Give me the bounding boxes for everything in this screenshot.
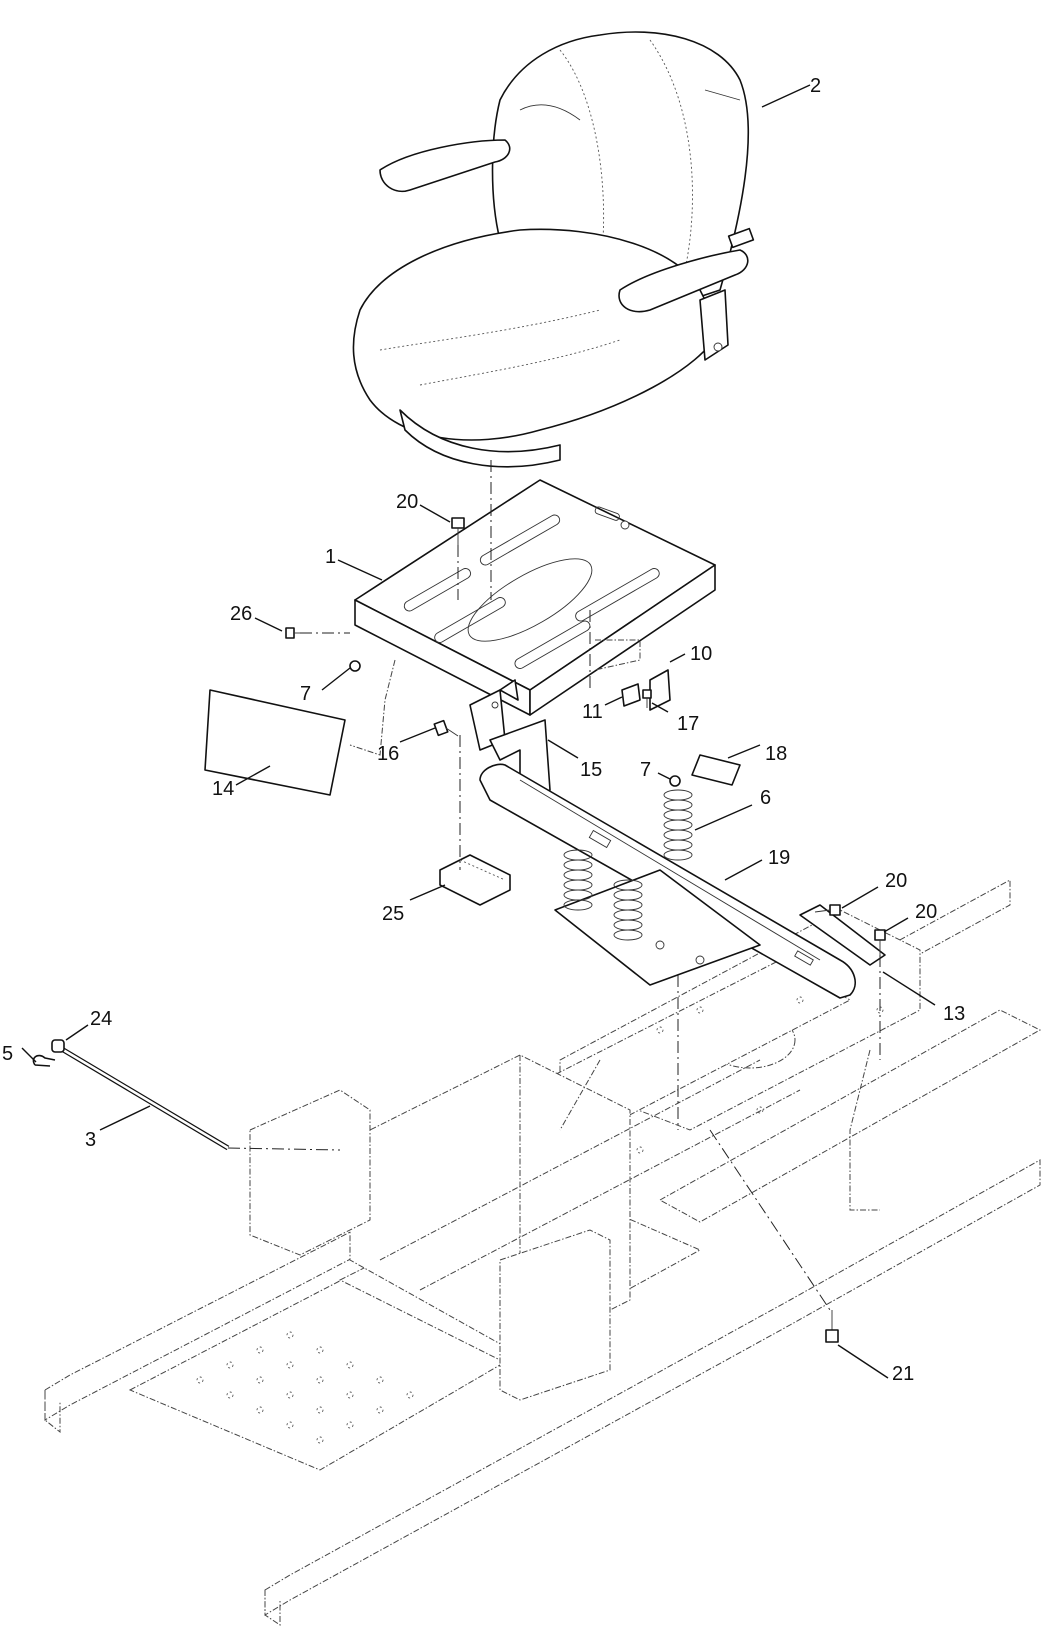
- callout-labels: 2 1 20 26 7 14 16 15 10 11 17 7 18 6 19 …: [2, 75, 965, 1385]
- bolt-20-right-lower: [874, 929, 886, 955]
- callout-3: 3: [85, 1129, 96, 1151]
- latch-bracket: [649, 669, 671, 711]
- callout-11: 11: [582, 701, 603, 723]
- decal-tag: [691, 754, 741, 786]
- callout-26: 26: [230, 603, 252, 625]
- callout-16: 16: [377, 743, 399, 765]
- callout-17: 17: [677, 713, 699, 735]
- callout-19: 19: [768, 847, 790, 869]
- callout-14: 14: [212, 778, 234, 800]
- pivot-rod: [58, 1045, 230, 1151]
- bolt-20-right-upper: [814, 904, 841, 916]
- callout-5: 5: [2, 1043, 13, 1065]
- callout-1: 1: [325, 546, 336, 568]
- bracket-holes: [459, 859, 506, 881]
- alignment-centerlines: [227, 460, 881, 1311]
- callout-18: 18: [765, 743, 787, 765]
- screw-17: [642, 689, 652, 708]
- shoulder-bolt-26: [285, 627, 300, 639]
- panel-phantom-outline: [349, 659, 396, 756]
- nut-7-left: [349, 660, 361, 672]
- callout-20-low: 20: [915, 901, 937, 923]
- callout-10: 10: [690, 643, 712, 665]
- callout-20-mid: 20: [885, 870, 907, 892]
- callout-7-right: 7: [640, 759, 651, 781]
- bolt-16: [433, 719, 459, 737]
- hairpin-clip: [32, 1054, 56, 1067]
- latch-phantom: [594, 639, 641, 671]
- callout-21: 21: [892, 1363, 914, 1385]
- callout-15: 15: [580, 759, 602, 781]
- callout-6: 6: [760, 787, 771, 809]
- callout-13: 13: [943, 1003, 965, 1025]
- bolt-21: [825, 1310, 839, 1343]
- callout-7-left: 7: [300, 683, 311, 705]
- height-adjust-bracket: [439, 854, 511, 906]
- callout-20-top: 20: [396, 491, 418, 513]
- callout-24: 24: [90, 1008, 112, 1030]
- seat-mounting-plate: [354, 479, 716, 751]
- decal-panel: [204, 689, 346, 796]
- rod-cap: [51, 1039, 65, 1053]
- latch-clip: [621, 683, 641, 707]
- callout-2: 2: [810, 75, 821, 97]
- nut-7-right: [669, 775, 681, 787]
- callout-25: 25: [382, 903, 404, 925]
- seat: [352, 31, 755, 468]
- spring-base-plate: [554, 869, 761, 986]
- suspension-springs: [563, 789, 693, 941]
- bolt-20-top: [451, 517, 465, 545]
- chassis-frame-phantom: [44, 879, 1042, 1626]
- callout-leaders: [21, 84, 936, 1379]
